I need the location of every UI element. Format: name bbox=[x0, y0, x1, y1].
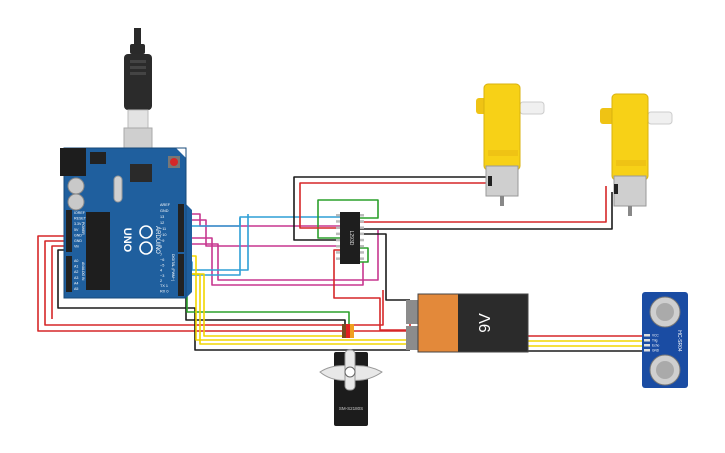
digital-pin-label: ~9 bbox=[160, 239, 164, 243]
digital-pin-label: GND bbox=[160, 209, 169, 213]
battery-label: 9V bbox=[477, 313, 494, 333]
driver-pin[interactable] bbox=[360, 214, 364, 217]
power-pin-label: GND bbox=[74, 239, 82, 243]
digital-pin-label: ~11 bbox=[160, 227, 166, 231]
power-pin-label: Vin bbox=[74, 245, 79, 249]
driver-pin[interactable] bbox=[336, 257, 340, 260]
power-pin-labels: IOREFRESET3.3V5VGNDGNDVinA0A1A2A3A4A5POW… bbox=[74, 211, 87, 291]
sensor-pin-label: Echo bbox=[652, 344, 659, 348]
motor-driver-l293d[interactable]: L293D bbox=[336, 212, 364, 264]
digital-header-bottom[interactable] bbox=[178, 254, 184, 296]
battery-9v[interactable]: 9V bbox=[406, 293, 529, 353]
wire-black-motor1 bbox=[293, 176, 490, 241]
analog-pin-label: A1 bbox=[74, 265, 78, 269]
driver-pin[interactable] bbox=[336, 238, 340, 242]
wire-black-motor2 bbox=[360, 192, 613, 230]
driver-label: L293D bbox=[348, 231, 354, 246]
digital-pin-label: RX 0 bbox=[160, 289, 168, 293]
servo-motor[interactable]: SM-S2180S bbox=[319, 324, 383, 426]
analog-pin-label: A3 bbox=[74, 276, 78, 280]
capacitor-1 bbox=[67, 177, 85, 195]
digital-pin-label: TX 1 bbox=[160, 284, 168, 288]
wire-magenta-4 bbox=[180, 230, 379, 281]
sensor-label: HC-SR04 bbox=[676, 330, 682, 352]
driver-pin[interactable] bbox=[336, 226, 340, 229]
wire-green-loop bbox=[317, 199, 379, 239]
wire-black-gnd bbox=[57, 249, 410, 351]
wire-yellow-3 bbox=[170, 273, 352, 337]
digital-pin-label: ~6 bbox=[160, 258, 164, 262]
analog-pin-label: A2 bbox=[74, 270, 78, 274]
power-caption: POWER bbox=[81, 222, 85, 235]
sensor-pin[interactable] bbox=[644, 334, 650, 337]
dc-motor-left[interactable] bbox=[476, 83, 545, 206]
arduino-model-text: UNO bbox=[121, 228, 133, 253]
digital-pin-label: AREF bbox=[160, 203, 171, 207]
wire-magenta-3 bbox=[180, 237, 364, 286]
analog-pin-label: A5 bbox=[74, 287, 78, 291]
digital-header-top[interactable] bbox=[178, 204, 184, 252]
servo-label: SM-S2180S bbox=[339, 406, 363, 411]
driver-pin[interactable] bbox=[336, 214, 340, 217]
driver-pin[interactable] bbox=[336, 251, 340, 254]
capacitor-2 bbox=[67, 193, 85, 211]
power-pin-label: IOREF bbox=[74, 211, 86, 215]
driver-pin[interactable] bbox=[360, 238, 364, 242]
digital-pin-label: 13 bbox=[160, 215, 164, 219]
sensor-pin[interactable] bbox=[644, 344, 650, 347]
sensor-pin-label: Trig bbox=[652, 339, 658, 343]
power-pin-label: 3.3V bbox=[74, 222, 82, 226]
driver-pin[interactable] bbox=[336, 245, 340, 248]
sensor-pin[interactable] bbox=[644, 349, 650, 352]
power-header[interactable] bbox=[66, 210, 72, 252]
wire-green-1 bbox=[180, 249, 350, 330]
wire-magenta-2 bbox=[180, 219, 340, 247]
atmega-chip bbox=[86, 212, 110, 290]
wire-red-left-loop-2 bbox=[44, 240, 384, 326]
usb-cable bbox=[123, 28, 153, 159]
dc-motor-right[interactable] bbox=[600, 93, 673, 216]
arduino-logo-text: ARDUINO bbox=[154, 226, 160, 254]
driver-pin[interactable] bbox=[360, 257, 364, 260]
power-pin-label: GND bbox=[74, 233, 82, 237]
wire-blue-1 bbox=[180, 216, 340, 227]
power-pin-label: 5V bbox=[74, 228, 79, 232]
driver-pin[interactable] bbox=[360, 245, 364, 248]
digital-pin-label: ~10 bbox=[160, 233, 166, 237]
wire-red-motor2 bbox=[360, 186, 607, 223]
driver-pin[interactable] bbox=[360, 226, 364, 229]
analog-pin-label: A4 bbox=[74, 281, 78, 285]
arduino-uno-board[interactable]: ARDUINO UNO AREF GND 13 12 ~11 ~10 ~9 8 7~6~5 4~3… bbox=[60, 147, 192, 299]
digital-pin-label: 12 bbox=[160, 221, 164, 225]
driver-pin[interactable] bbox=[360, 220, 364, 223]
digital-pin-label: ~3 bbox=[160, 274, 164, 278]
wire-red-left-loop-3 bbox=[51, 245, 68, 319]
digital-pin-label: 7 bbox=[160, 253, 162, 257]
sensor-pin-label: GND bbox=[652, 349, 660, 353]
analog-header[interactable] bbox=[66, 256, 72, 292]
wire-red-driver-battery bbox=[333, 249, 410, 331]
sensor-pin[interactable] bbox=[644, 339, 650, 342]
analog-caption: ANALOG IN bbox=[81, 262, 85, 281]
digital-pin-label: ~5 bbox=[160, 263, 164, 267]
wire-red-motor1 bbox=[299, 182, 490, 229]
digital-caption: DIGITAL (PWM~) bbox=[171, 254, 175, 281]
driver-pin[interactable] bbox=[360, 232, 364, 236]
crystal bbox=[113, 175, 123, 203]
power-pin-label: RESET bbox=[74, 217, 87, 221]
wire-black-driver bbox=[360, 233, 410, 301]
analog-pin-label: A0 bbox=[74, 259, 78, 263]
driver-pin[interactable] bbox=[336, 220, 340, 223]
sensor-pin-label: VCC bbox=[652, 334, 659, 338]
digital-pin-label: 8 bbox=[160, 245, 162, 249]
driver-pin[interactable] bbox=[360, 251, 364, 254]
digital-pin-label: 2 bbox=[160, 279, 162, 283]
digital-pin-label: 4 bbox=[160, 269, 162, 273]
driver-pin[interactable] bbox=[336, 232, 340, 236]
reset-button[interactable] bbox=[170, 158, 178, 166]
power-jack bbox=[60, 148, 86, 176]
